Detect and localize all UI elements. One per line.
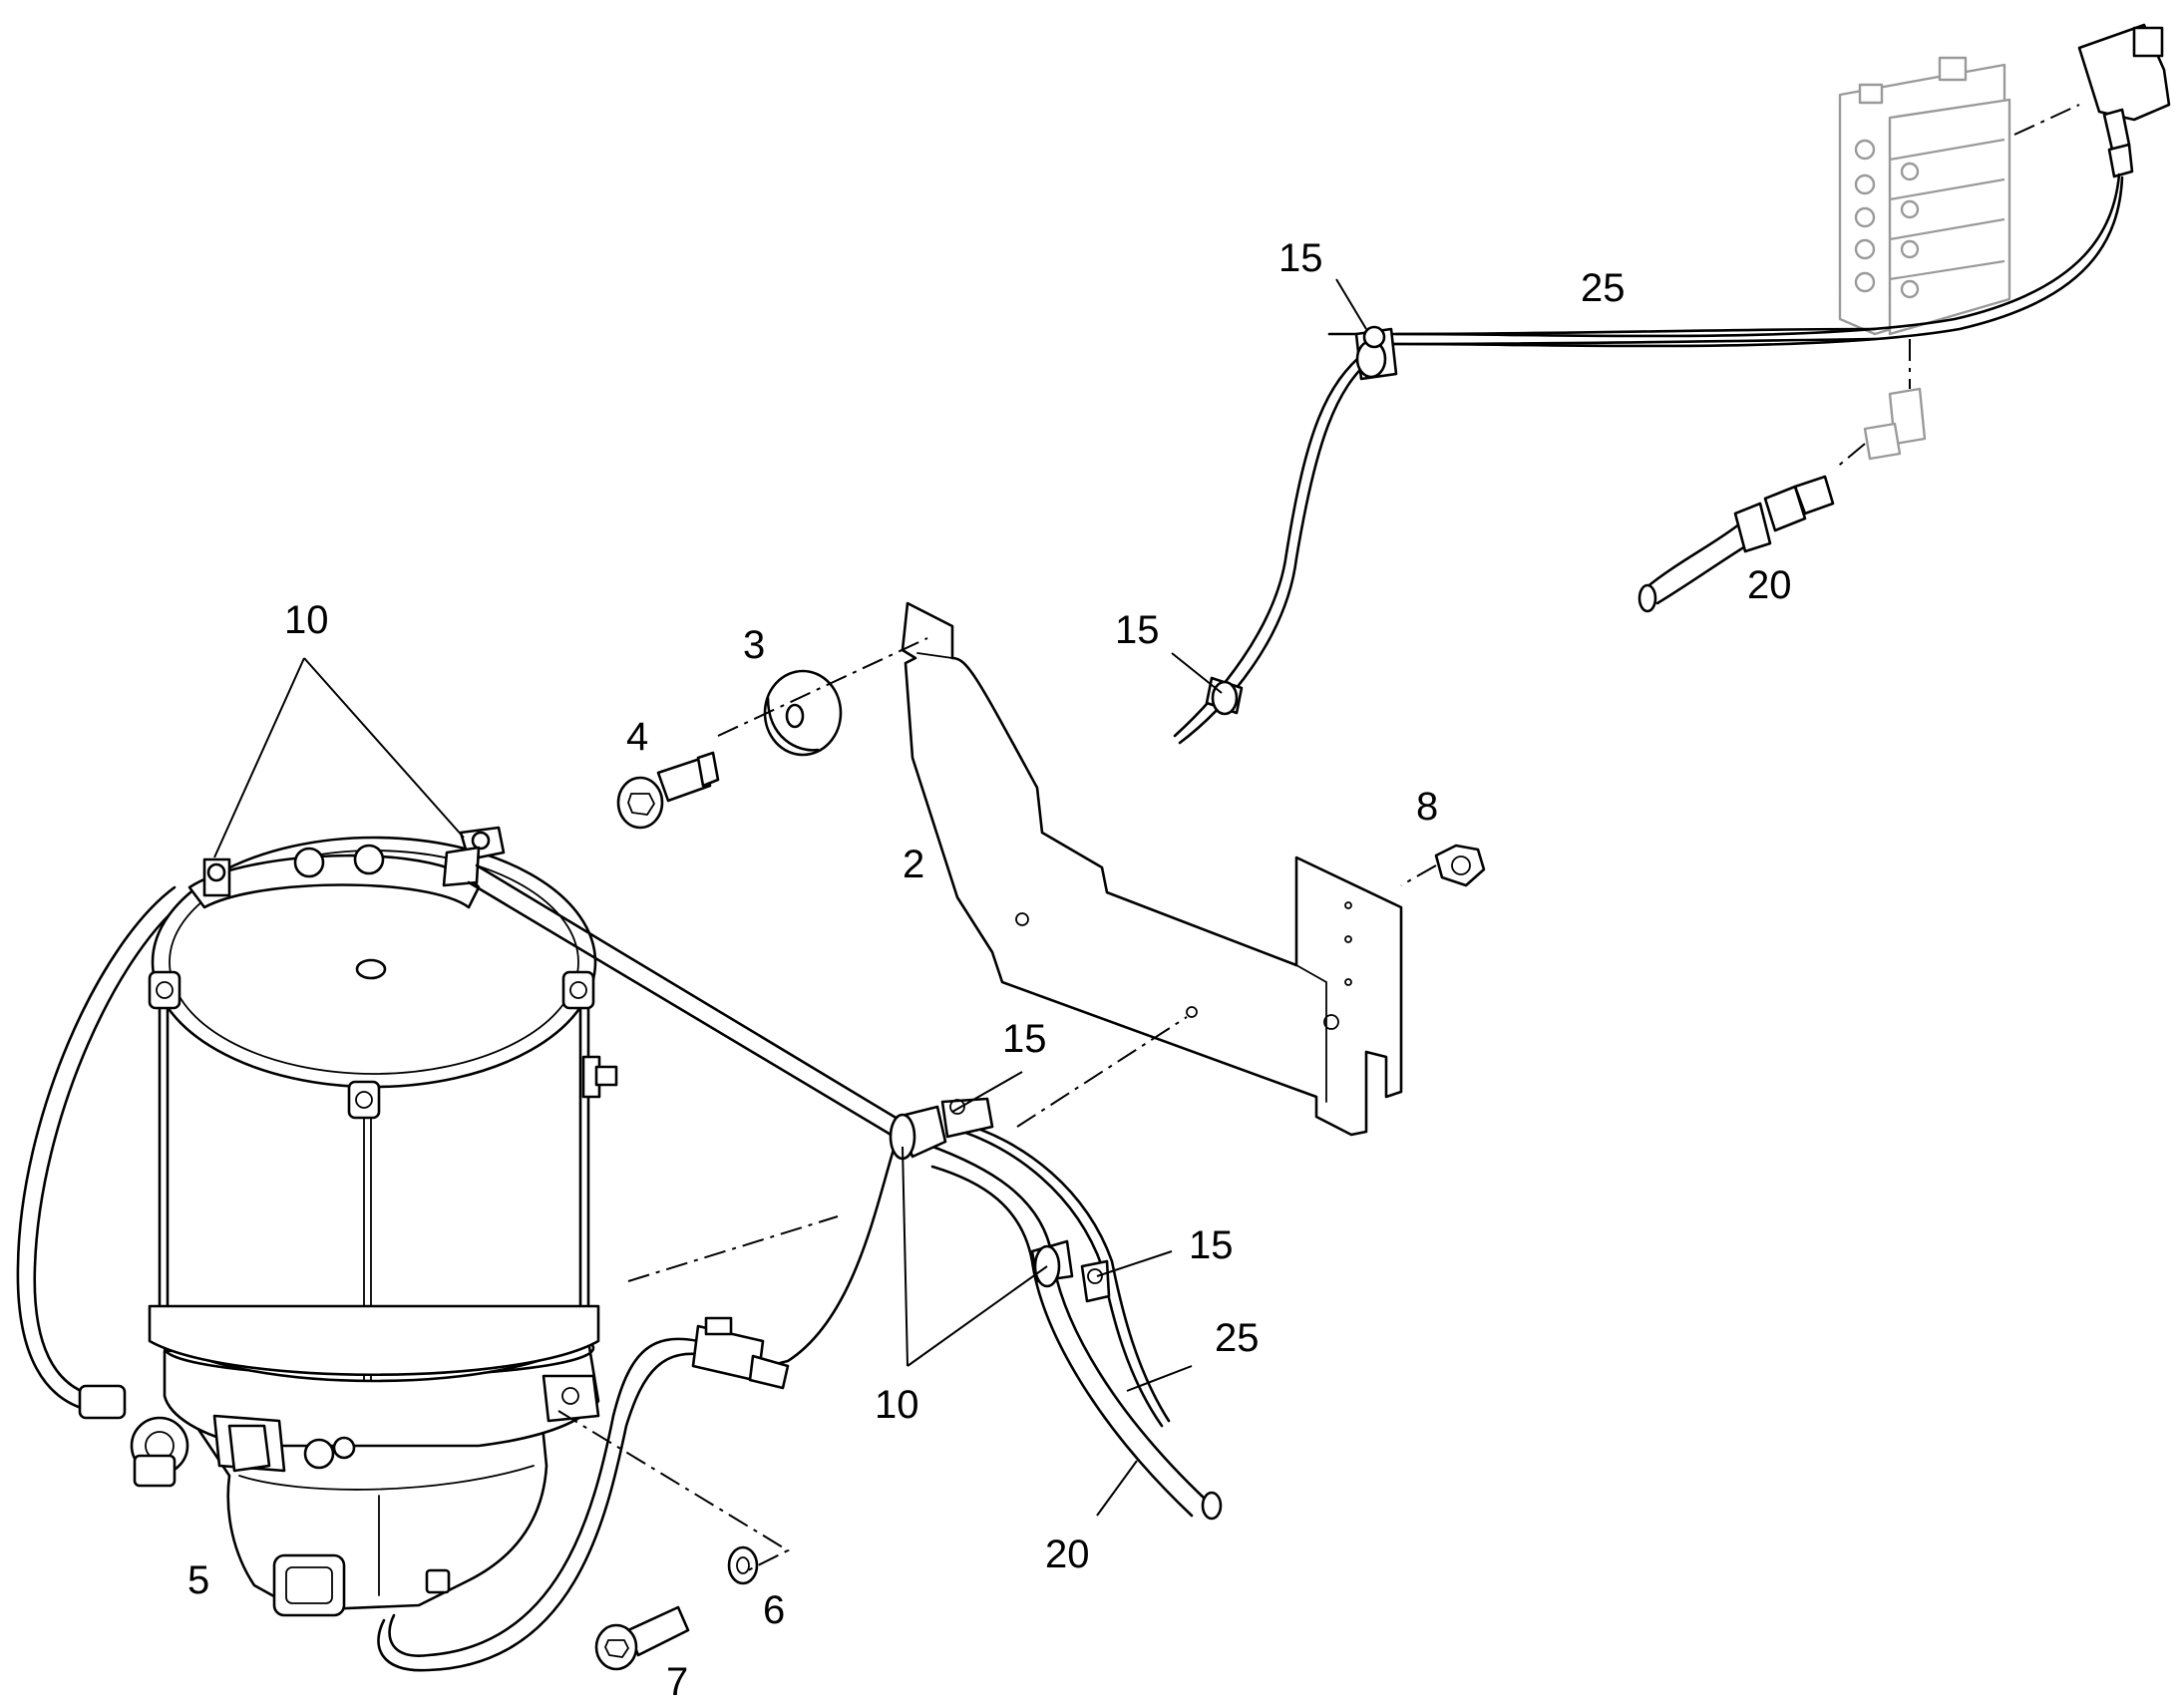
washer-6	[727, 1545, 759, 1585]
callout-labels: 10 3 4 2 8 15 25 15 20 15 15 25 10 20 5 …	[187, 236, 1792, 1704]
callout-10-top: 10	[284, 598, 329, 642]
callout-15-top: 15	[1278, 236, 1323, 280]
callout-6: 6	[763, 1588, 785, 1632]
clamp-cluster-lower	[889, 1097, 1111, 1303]
distributor-block	[1838, 56, 2011, 461]
callout-20-top: 20	[1747, 563, 1792, 607]
pump-unit	[16, 826, 618, 1617]
screw-4	[616, 751, 720, 830]
callout-15-middle: 15	[1115, 608, 1160, 652]
callout-4: 4	[626, 715, 648, 759]
callout-8: 8	[1416, 785, 1438, 829]
callout-5: 5	[187, 1558, 209, 1602]
sensor-connector	[2077, 23, 2171, 178]
leader-lines	[213, 278, 1367, 1517]
callout-20-lower: 20	[1045, 1533, 1090, 1576]
nut-8	[1434, 844, 1486, 887]
callout-15-clamp: 15	[1002, 1017, 1047, 1061]
bracket-2	[901, 601, 1403, 1137]
callout-25-top: 25	[1581, 266, 1626, 310]
callout-2: 2	[903, 843, 924, 886]
callout-25-lower: 25	[1215, 1316, 1260, 1360]
assembly-lines	[557, 104, 2080, 1571]
hose-20-upper	[1637, 475, 1835, 613]
callout-3: 3	[743, 623, 765, 667]
screw-7	[594, 1605, 690, 1671]
callout-10-lower: 10	[875, 1383, 919, 1427]
callout-7: 7	[666, 1660, 688, 1704]
callout-15-lower: 15	[1189, 1223, 1234, 1267]
